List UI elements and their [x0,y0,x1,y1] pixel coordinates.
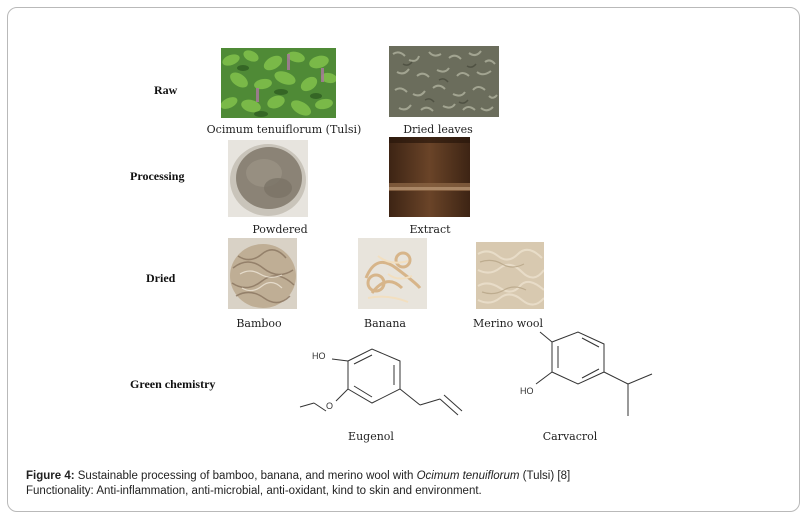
row-label-green-chemistry: Green chemistry [130,377,216,391]
caption-bamboo: Bamboo [236,317,282,330]
row-label-raw: Raw [154,83,178,97]
carvacrol-structure: HO [520,331,653,416]
carvacrol-ho-label: HO [520,386,534,396]
figure-species: Ocimum tenuiflorum [416,470,520,482]
figure-text-before: Sustainable processing of bamboo, banana… [74,470,417,482]
caption-powdered: Powdered [252,223,308,236]
banana-fiber-image [358,238,427,309]
bamboo-fiber-image [228,238,297,309]
powdered-image [228,140,308,217]
caption-merino-wool: Merino wool [473,317,543,330]
caption-tulsi: Ocimum tenuiflorum (Tulsi) [206,123,362,136]
figure-label: Figure 4: [26,470,75,482]
tulsi-plant-image [221,48,336,118]
caption-banana: Banana [364,317,406,330]
figure-frame [7,7,800,512]
caption-dried-leaves: Dried leaves [403,123,473,136]
figure-caption: Figure 4: Sustainable processing of bamb… [26,469,796,499]
row-label-processing: Processing [130,169,185,183]
caption-carvacrol: Carvacrol [542,430,598,443]
figure-functionality: Functionality: Anti-inflammation, anti-m… [26,485,482,497]
figure-text-after: (Tulsi) [8] [519,470,571,482]
row-label-dried: Dried [146,271,176,285]
eugenol-ho-label: HO [312,351,326,361]
eugenol-o-label: O [326,401,333,411]
merino-wool-image [476,242,544,309]
caption-extract: Extract [409,223,451,236]
extract-image [389,137,470,217]
eugenol-structure: HO O [299,348,463,416]
dried-leaves-image [389,46,499,117]
figure-caption-line1: Figure 4: Sustainable processing of bamb… [26,469,796,484]
caption-eugenol: Eugenol [348,430,394,443]
